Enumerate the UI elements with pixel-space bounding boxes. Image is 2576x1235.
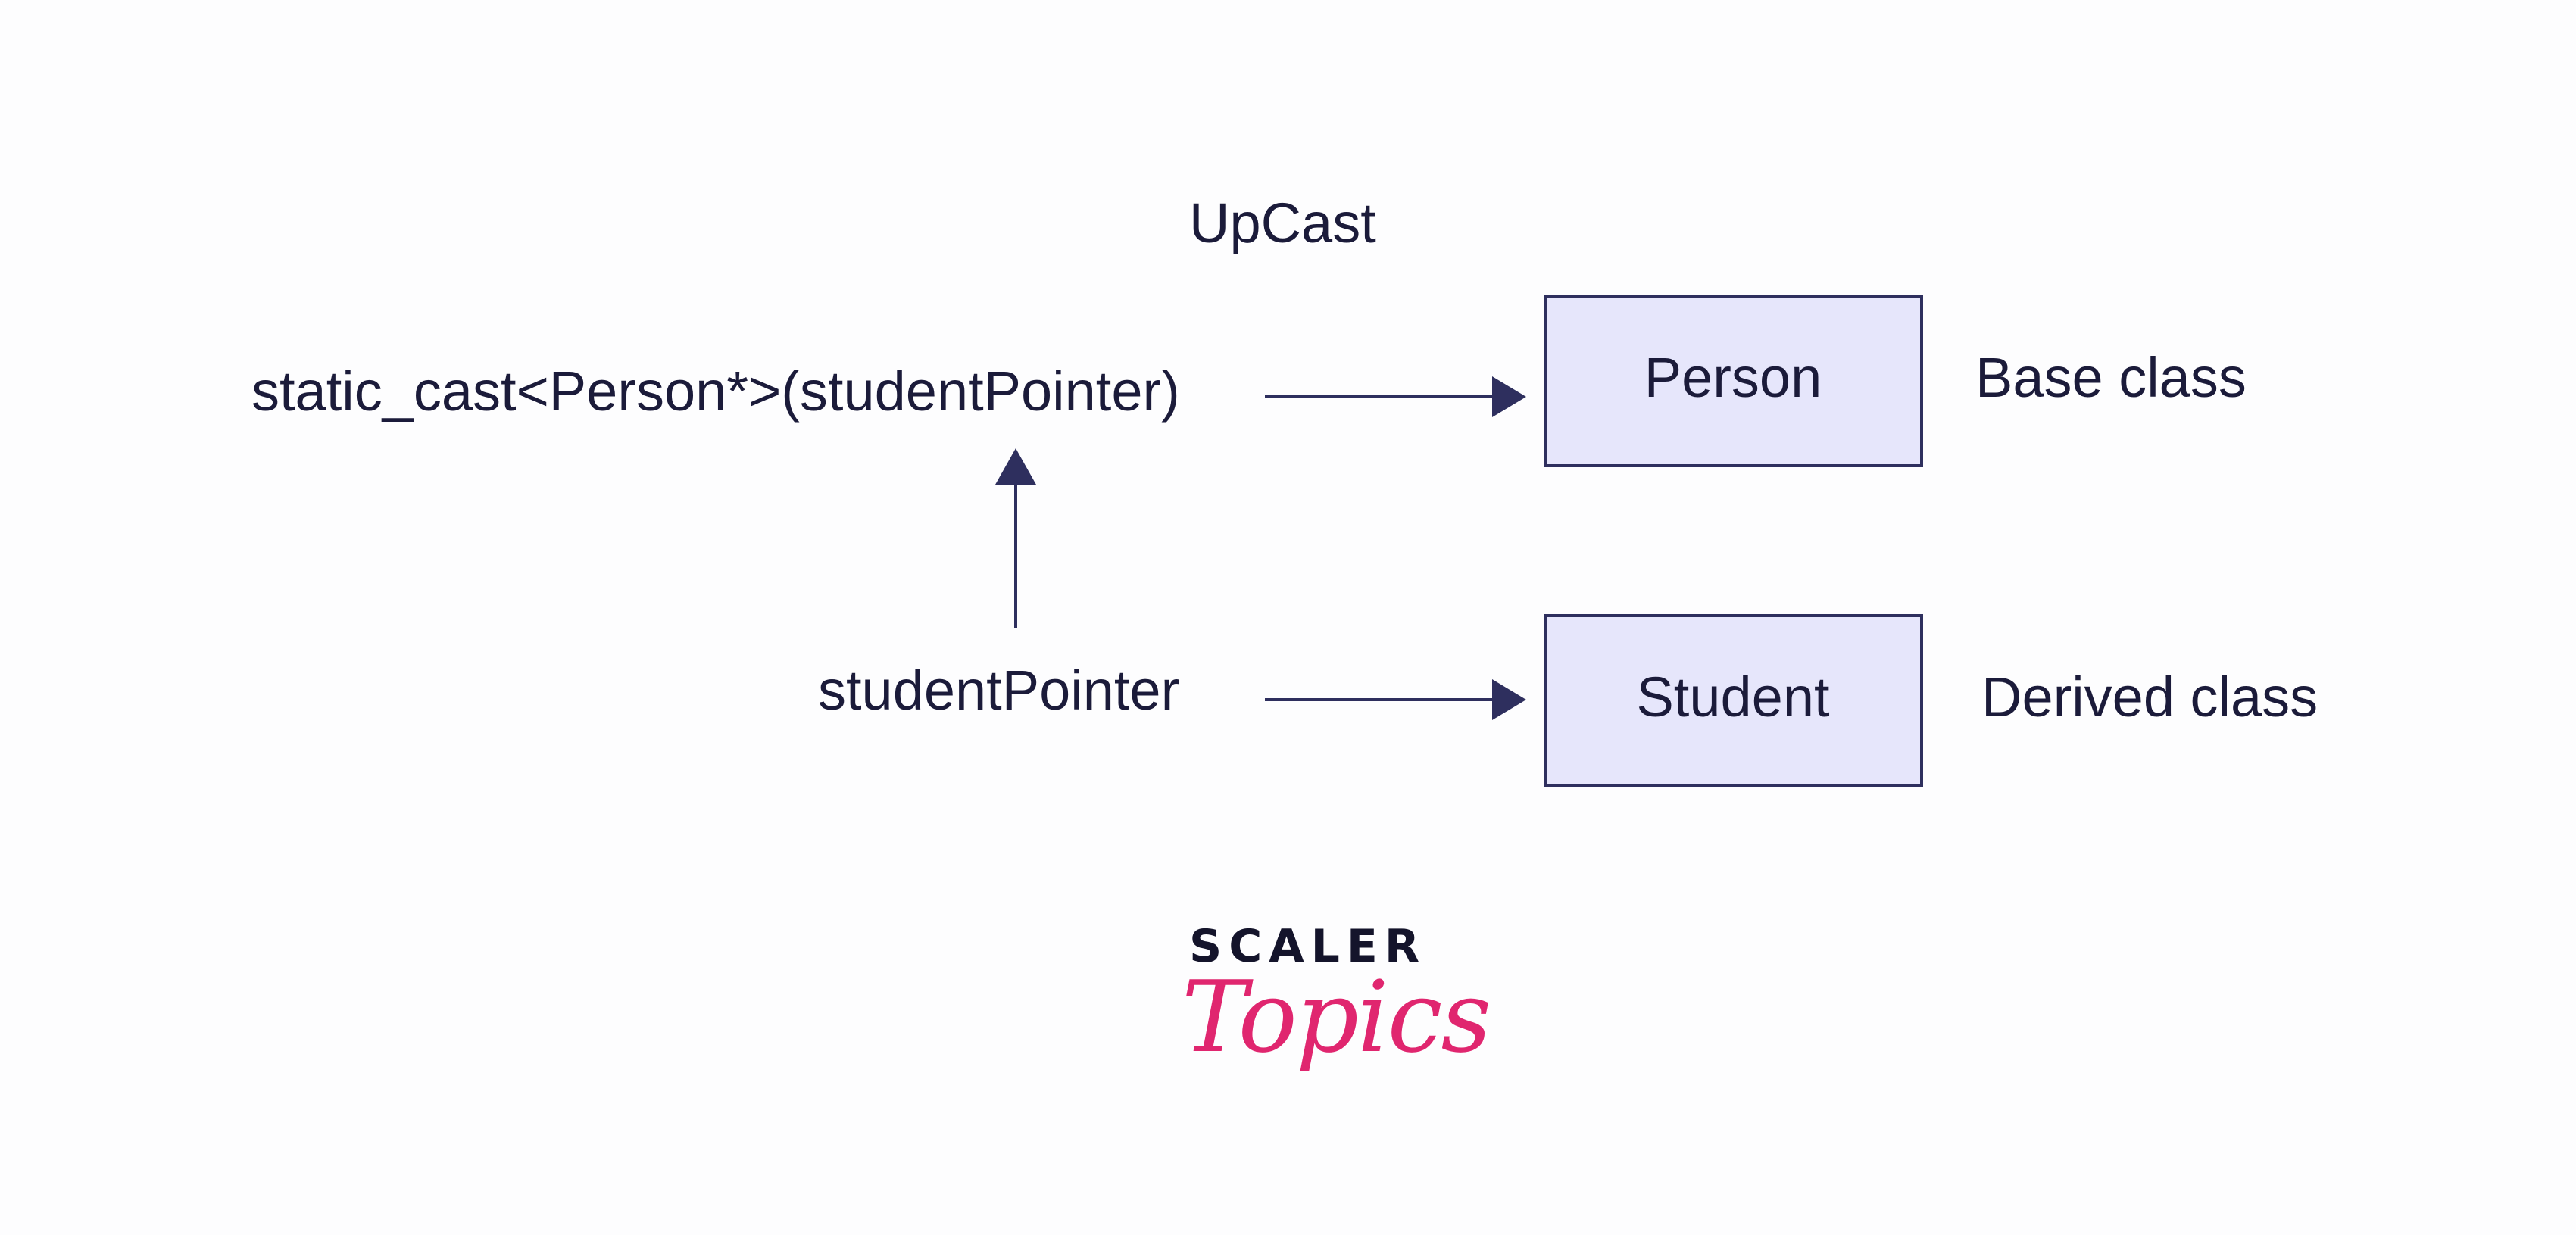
person-box	[1544, 295, 1923, 467]
student-box	[1544, 614, 1923, 787]
pointer-to-student-arrowhead	[1492, 679, 1526, 720]
derived-class-label: Derived class	[1981, 666, 2318, 728]
person-node-label: Person	[1644, 346, 1822, 409]
student-node-label: Student	[1636, 666, 1830, 728]
base-class-label: Base class	[1975, 346, 2247, 409]
cast-to-person-arrowhead	[1492, 376, 1526, 417]
pointer-to-cast-arrowhead	[995, 448, 1036, 485]
brand-wordmark: SCALER	[1189, 920, 1427, 973]
diagram-title: UpCast	[1189, 192, 1376, 254]
brand-script: Topics	[1182, 959, 1491, 1074]
student-pointer-label: studentPointer	[818, 659, 1180, 722]
cast-expression-label: static_cast<Person*>(studentPointer)	[251, 360, 1180, 423]
scaler-topics-logo: SCALER Topics	[1182, 920, 1491, 1109]
